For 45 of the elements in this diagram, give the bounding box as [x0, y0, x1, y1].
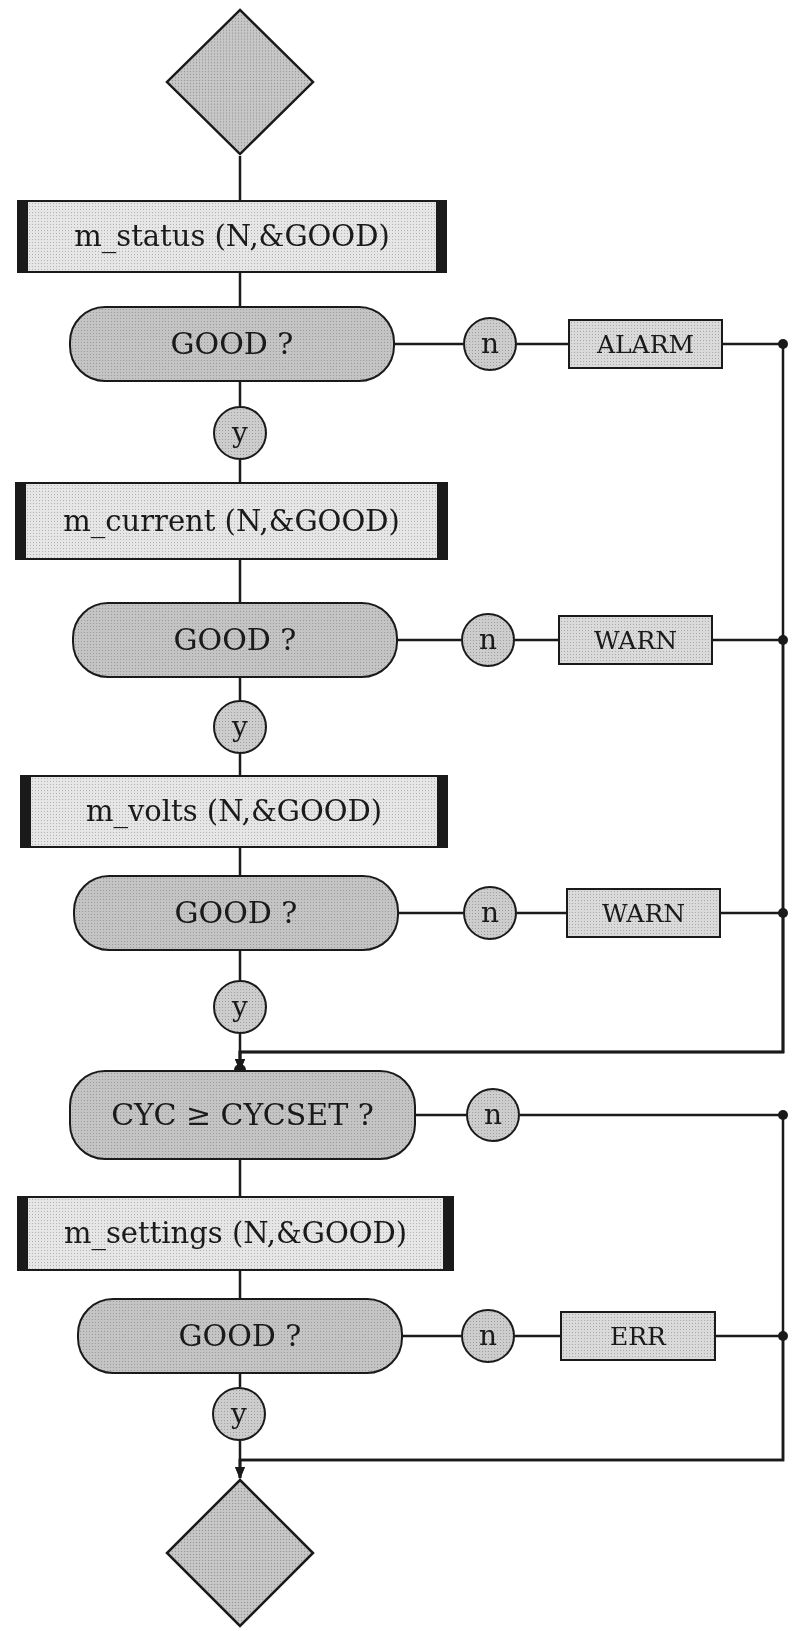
- connector-line: [238, 560, 242, 602]
- connector-line: [517, 911, 566, 915]
- branch-circle: n: [463, 886, 517, 940]
- branch-circle: n: [461, 613, 515, 667]
- process-box: m_settings (N,&GOOD): [17, 1196, 454, 1271]
- branch-circle: y: [212, 1387, 266, 1441]
- process-box: m_status (N,&GOOD): [17, 200, 447, 273]
- decision-box: CYC ≥ CYCSET ?: [69, 1070, 416, 1160]
- connector-line: [238, 460, 242, 482]
- connector-line: [238, 1271, 242, 1298]
- connector-line: [515, 638, 558, 642]
- connector-diamond: [165, 8, 315, 156]
- connector-line: [238, 1441, 242, 1478]
- connector-line: [238, 754, 242, 775]
- connector-line: [238, 951, 242, 980]
- connector-line: [238, 273, 242, 306]
- connector-line: [416, 1113, 466, 1117]
- process-box: m_current (N,&GOOD): [15, 482, 448, 560]
- decision-box: GOOD ?: [69, 306, 395, 382]
- branch-circle: y: [213, 700, 267, 754]
- connector-line: [238, 156, 242, 200]
- decision-box: GOOD ?: [77, 1298, 403, 1374]
- branch-circle: y: [213, 406, 267, 460]
- connector-line: [238, 1160, 242, 1196]
- connector-line: [395, 342, 463, 346]
- connector-line: [238, 382, 242, 406]
- connector-diamond: [165, 1478, 315, 1628]
- connector-line: [403, 1334, 461, 1338]
- branch-circle: n: [466, 1088, 520, 1142]
- action-box: ALARM: [568, 319, 723, 369]
- action-box: WARN: [558, 615, 713, 665]
- connector-line: [398, 638, 461, 642]
- process-box: m_volts (N,&GOOD): [20, 775, 448, 848]
- decision-box: GOOD ?: [72, 602, 398, 678]
- branch-circle: y: [213, 980, 267, 1034]
- decision-box: GOOD ?: [73, 875, 399, 951]
- action-box: WARN: [566, 888, 721, 938]
- connector-line: [515, 1334, 560, 1338]
- branch-circle: n: [463, 317, 517, 371]
- connector-line: [517, 342, 568, 346]
- connector-line: [238, 678, 242, 700]
- connector-line: [399, 911, 463, 915]
- connector-line: [238, 848, 242, 875]
- branch-circle: n: [461, 1309, 515, 1363]
- action-box: ERR: [560, 1311, 716, 1361]
